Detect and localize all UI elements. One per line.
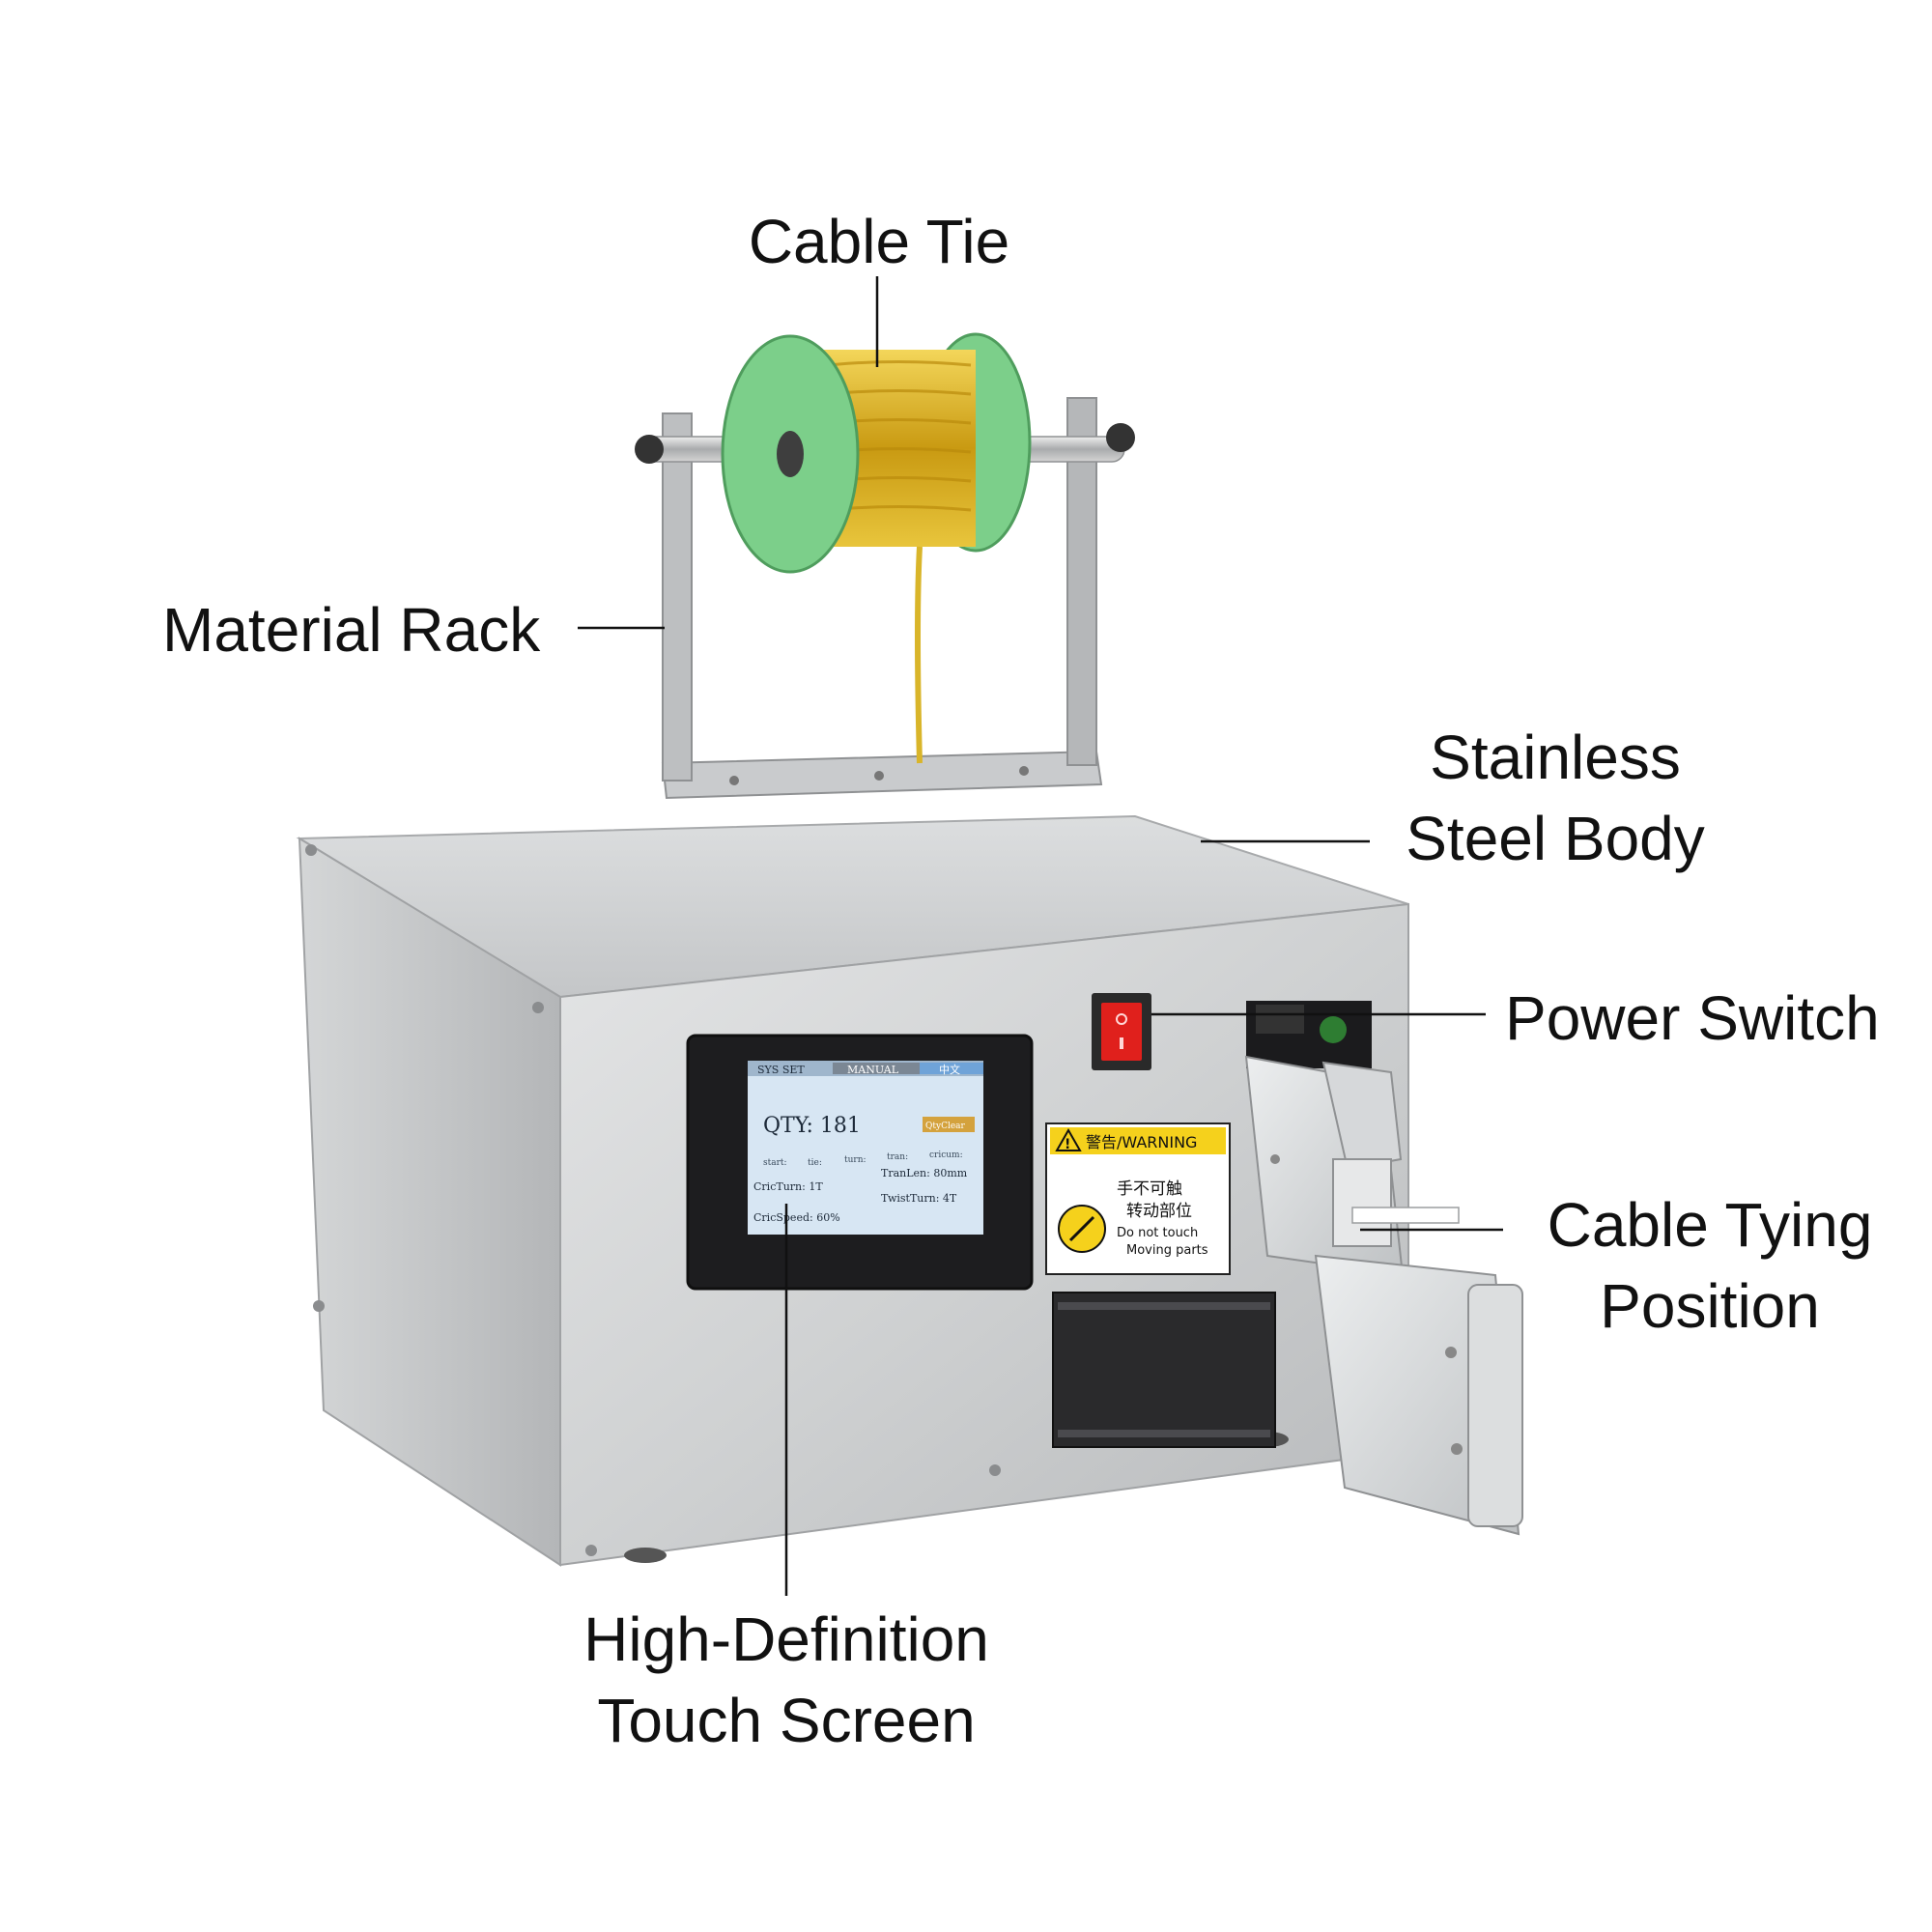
screen-status-tran: tran:	[887, 1152, 908, 1162]
screen-tab-language[interactable]: 中文	[939, 1063, 960, 1076]
screen-status-cricum: cricum:	[929, 1151, 963, 1160]
warning-header: 警告/WARNING	[1086, 1133, 1197, 1151]
label-tying-line1: Cable Tying	[1547, 1190, 1873, 1260]
leader-lines	[578, 276, 1503, 1596]
label-cable-tie: Cable Tie	[676, 201, 1082, 282]
label-cable-tie-text: Cable Tie	[748, 207, 1010, 276]
screen-qty-clear-button[interactable]: QtyClear	[925, 1122, 966, 1131]
screen-tab-sys-set[interactable]: SYS SET	[757, 1064, 805, 1076]
warning-cn-line2: 转动部位	[1126, 1202, 1192, 1221]
label-tying-line2: Position	[1600, 1271, 1820, 1341]
label-cable-tying-position: Cable Tying Position	[1507, 1184, 1913, 1347]
label-power-switch-text: Power Switch	[1505, 983, 1880, 1053]
screen-status-turn: turn:	[844, 1155, 867, 1165]
label-body-line2: Steel Body	[1406, 804, 1705, 873]
screen-status-tie: tie:	[808, 1158, 822, 1168]
label-material-rack: Material Rack	[162, 589, 540, 670]
stepper-motor	[1052, 1292, 1276, 1448]
power-switch[interactable]	[1092, 993, 1151, 1070]
screen-qty-readout: QTY: 181	[763, 1114, 861, 1138]
warning-en-line2: Moving parts	[1126, 1243, 1208, 1258]
warning-en-line1: Do not touch	[1117, 1226, 1198, 1240]
screen-status-start: start:	[763, 1158, 787, 1168]
touch-screen[interactable]: SYS SET MANUAL 中文 QTY: 181 QtyClear star…	[686, 1034, 1034, 1291]
label-material-rack-text: Material Rack	[162, 595, 541, 665]
screen-twistturn: TwistTurn: 4T	[881, 1192, 957, 1205]
warning-cn-line1: 手不可触	[1117, 1179, 1182, 1199]
screen-cricturn: CricTurn: 1T	[753, 1180, 823, 1193]
cable-tying-head	[1244, 1001, 1523, 1536]
svg-text:!: !	[1065, 1137, 1070, 1152]
screen-tranlen: TranLen: 80mm	[881, 1167, 968, 1179]
label-touch-screen: High-Definition Touch Screen	[535, 1599, 1037, 1761]
label-screen-line2: Touch Screen	[597, 1686, 976, 1755]
label-power-switch: Power Switch	[1505, 978, 1880, 1059]
warning-label: ! 警告/WARNING 手不可触 转动部位 Do not touch Movi…	[1045, 1122, 1231, 1275]
cable-tie-spool	[721, 332, 1032, 764]
screen-cricspeed: CricSpeed: 60%	[753, 1211, 840, 1224]
label-body-line1: Stainless	[1430, 723, 1681, 792]
cable-tie-wire	[915, 546, 923, 764]
screen-tab-manual[interactable]: MANUAL	[847, 1064, 899, 1076]
label-screen-line1: High-Definition	[583, 1605, 989, 1674]
label-stainless-steel-body: Stainless Steel Body	[1372, 717, 1739, 879]
